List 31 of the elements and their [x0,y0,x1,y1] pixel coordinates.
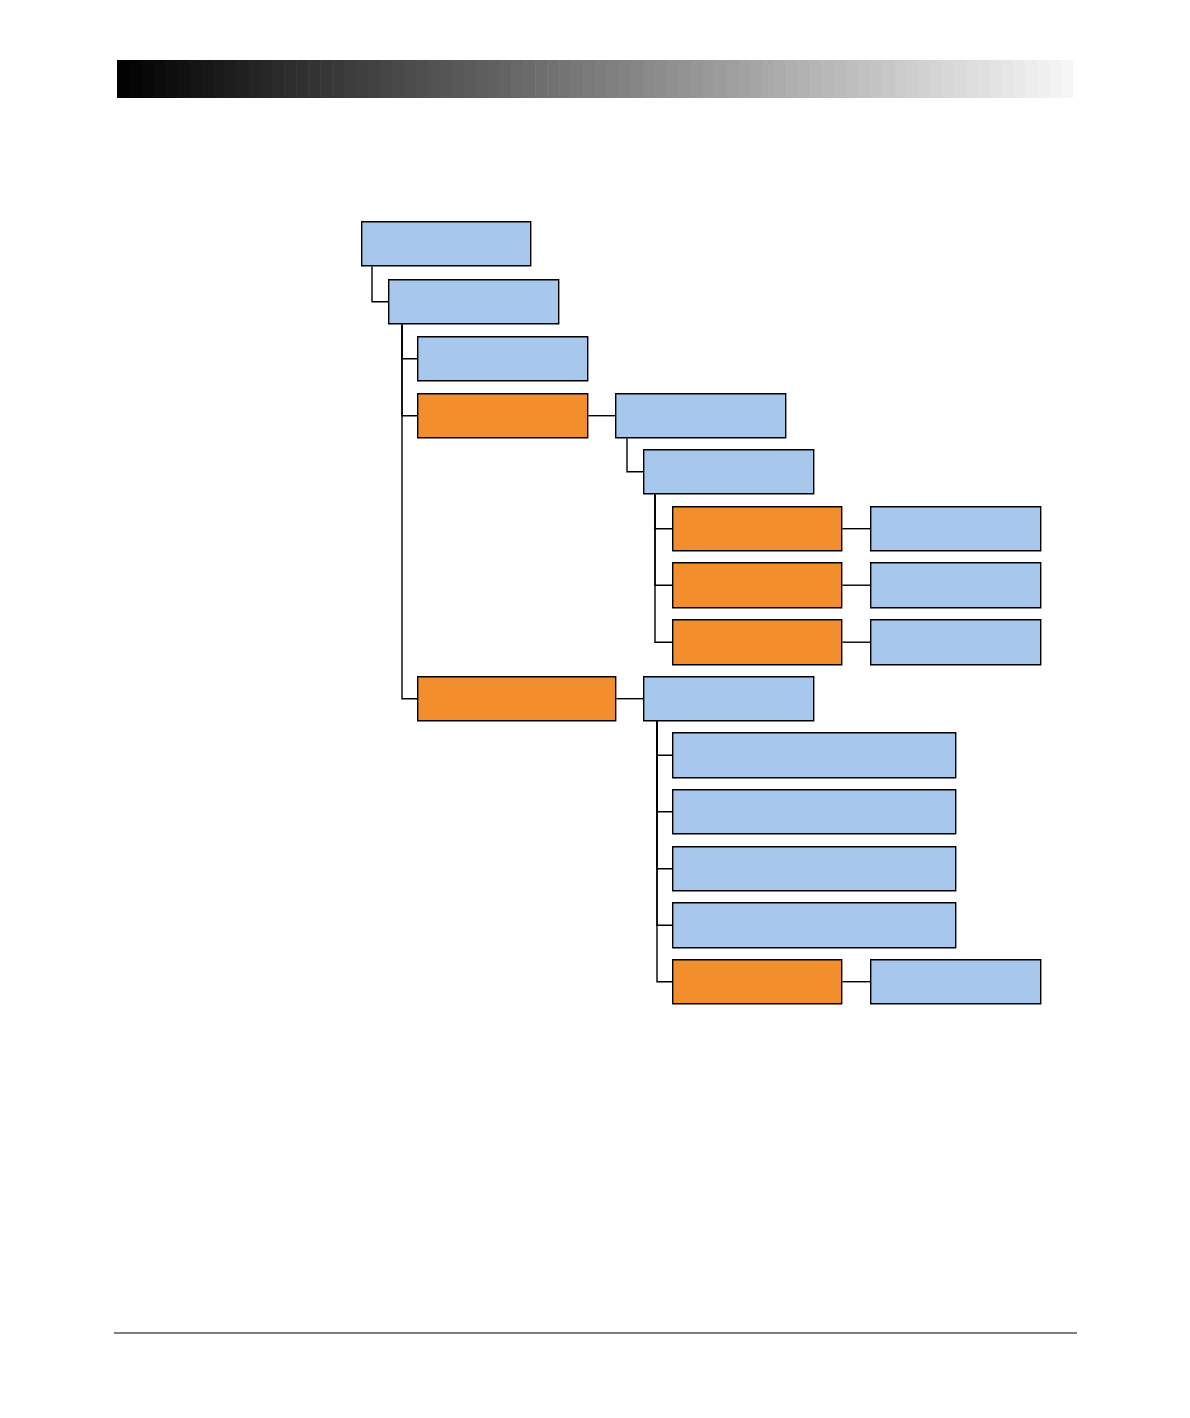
menu-box [672,506,843,552]
connector-line [841,981,871,983]
connector-line [587,415,616,417]
menu-box [417,676,617,722]
connector-line [626,437,644,473]
menu-box [615,393,787,439]
menu-box [672,562,843,609]
connector-line [656,720,673,983]
menu-box [672,619,843,666]
menu-box [672,789,957,835]
menu-box [672,846,957,892]
connector-line [841,641,871,643]
menu-box [870,562,1042,609]
menu-box [672,902,957,949]
menu-box [388,279,560,325]
menu-box [643,676,815,722]
menu-box [672,732,957,779]
menu-box [672,959,843,1005]
menu-box [870,619,1042,666]
menu-box [870,506,1042,552]
menu-box [417,393,589,439]
connector-line [371,265,389,303]
connector-line [841,584,871,586]
connector-line [615,698,644,700]
connector-line [401,323,418,700]
menu-box [361,221,532,267]
menu-box [417,336,589,382]
menu-box [870,959,1042,1005]
menu-box [643,449,815,495]
connector-line [654,493,673,643]
connector-line [841,528,871,530]
